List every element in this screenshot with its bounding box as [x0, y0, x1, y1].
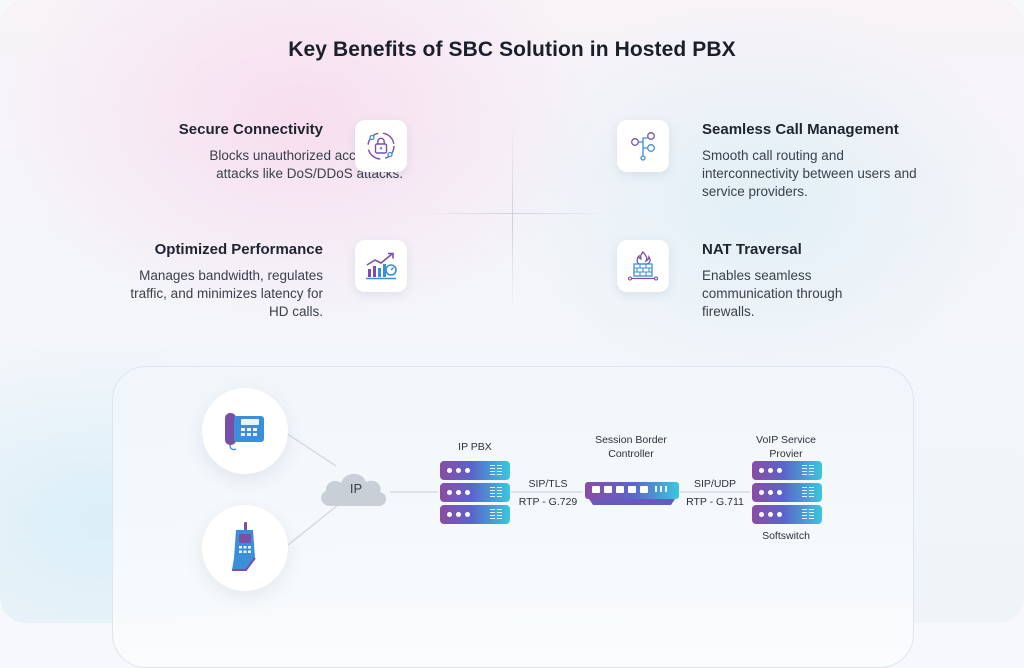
desk-phone-icon	[225, 413, 264, 451]
link-codec-left: RTP - G.729	[518, 496, 578, 508]
sbc-label-line2: Controller	[608, 448, 654, 460]
ip-pbx-server-unit	[440, 505, 510, 524]
benefit-nat-traversal: NAT Traversal Enables seamless communica…	[702, 241, 942, 321]
softswitch-label: Softswitch	[762, 530, 810, 542]
firewall-icon	[617, 240, 669, 292]
voip-server-unit	[752, 505, 822, 524]
sbc-label: Session Border Controller	[582, 433, 680, 461]
benefit-description: Blocks unauthorized access and attacks l…	[209, 148, 403, 181]
voip-server-unit	[752, 483, 822, 502]
cloud-icon	[321, 473, 387, 506]
ip-pbx-server-unit	[440, 483, 510, 502]
benefit-heading: Secure Connectivity	[178, 121, 323, 138]
benefit-description: Manages bandwidth, regulates traffic, an…	[130, 268, 323, 319]
benefit-heading: NAT Traversal	[702, 241, 802, 258]
voip-server-unit	[752, 461, 822, 480]
page-title: Key Benefits of SBC Solution in Hosted P…	[288, 38, 736, 61]
ip-pbx-server-unit	[440, 461, 510, 480]
benefit-heading: Optimized Performance	[154, 241, 323, 258]
voip-provider-label: VoIP Service Provier	[744, 433, 828, 461]
desk-phone-device	[202, 388, 288, 474]
session-border-controller-icon	[585, 482, 679, 505]
benefit-description: Smooth call routing and interconnectivit…	[702, 148, 917, 199]
benefit-optimized-performance: Optimized Performance Manages bandwidth,…	[83, 241, 323, 321]
benefit-description: Enables seamless communication through f…	[702, 268, 843, 319]
benefit-seamless-call-management: Seamless Call Management Smooth call rou…	[702, 121, 942, 201]
divider-vertical	[512, 125, 513, 310]
divider-horizontal	[420, 213, 610, 214]
connector-lines	[285, 432, 750, 546]
benefit-heading: Seamless Call Management	[702, 121, 899, 138]
link-codec-right: RTP - G.711	[686, 496, 744, 508]
sbc-label-line1: Session Border	[595, 434, 667, 446]
ip-pbx-label: IP PBX	[458, 441, 492, 453]
link-protocol-left: SIP/TLS	[528, 478, 568, 490]
mobile-phone-icon	[232, 522, 256, 571]
link-protocol-right: SIP/UDP	[693, 478, 736, 490]
voip-label-line1: VoIP Service	[756, 434, 816, 446]
call-routing-icon	[617, 120, 669, 172]
performance-chart-icon	[355, 240, 407, 292]
lock-shield-icon	[355, 120, 407, 172]
mobile-phone-device	[202, 505, 288, 591]
voip-label-line2: Provier	[769, 448, 803, 460]
cloud-label: IP	[349, 481, 363, 496]
benefit-secure-connectivity: Secure Connectivity Blocks unauthorized …	[83, 121, 403, 183]
